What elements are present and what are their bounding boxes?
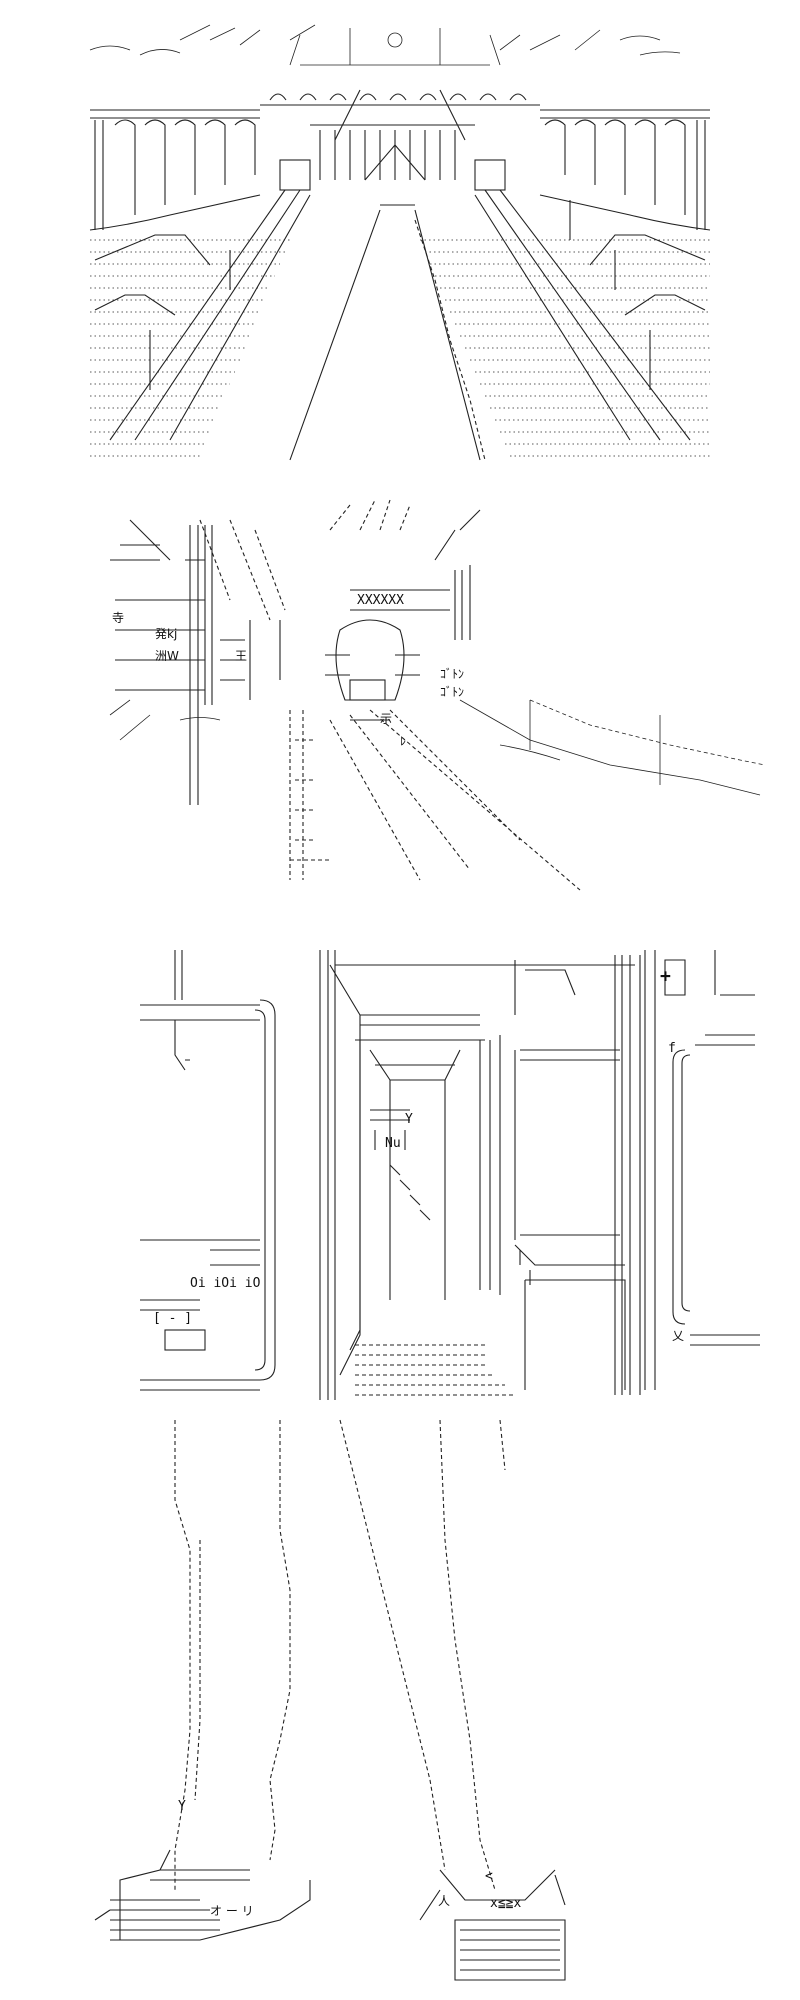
panel-temple-gate: [89, 24, 711, 461]
sfx-goton-1: ｺﾞﾄﾝ: [440, 667, 465, 681]
right-window: [514, 960, 626, 1390]
door-frame: [319, 950, 641, 1400]
street-buildings: [110, 519, 281, 805]
street-lamp-posts: [109, 699, 221, 741]
f-mark: f: [668, 1041, 676, 1056]
y-mark-door: Y: [405, 1112, 413, 1127]
stair-steps: [90, 239, 710, 457]
building-lines: [199, 519, 330, 880]
label-kanji-grid: 洲W: [155, 649, 179, 663]
stair-railings: [109, 189, 691, 441]
label-temple: 寺: [112, 611, 125, 625]
left-shoe-label: オ ー リ: [210, 1904, 254, 1918]
label-kingdom: 王: [235, 649, 248, 663]
far-right-frame: [644, 950, 760, 1390]
plus-sign: +: [660, 966, 671, 987]
side-walls: [89, 194, 711, 316]
figure-in-street: [325, 619, 420, 721]
panel-legs: [94, 1419, 566, 1981]
perspective-rays: [329, 499, 581, 891]
sfx-goton-2: ｺﾞﾄﾝ: [440, 685, 465, 699]
counter-text: Oi iOi iO: [190, 1276, 261, 1291]
panel-interior: [140, 950, 760, 1400]
colonnade-left: [90, 109, 260, 230]
label-small-note: ﾚ: [400, 734, 407, 748]
label-bottom-char: 示: [380, 712, 393, 726]
central-gate: [279, 89, 506, 191]
left-leg-outline: [174, 1420, 291, 1890]
left-shoe: [94, 1849, 311, 1941]
bracket-label: [ - ]: [153, 1311, 193, 1326]
road-edge: [459, 699, 766, 796]
floor-steps: [355, 1344, 515, 1396]
right-shoe-label: x≦≧x: [490, 1896, 522, 1911]
jin-mark: 人: [438, 1894, 451, 1908]
right-leg-outline: [339, 1419, 506, 1891]
panel-street-scene: [109, 499, 766, 891]
nu-mark: Nu: [385, 1136, 401, 1151]
left-shelf-frame: [140, 950, 276, 1391]
gate-arches-top: [260, 93, 540, 106]
inner-door: [369, 1049, 461, 1300]
sign-banner: [350, 509, 481, 640]
label-departure: 発kj: [155, 627, 178, 641]
colonnade-right: [540, 109, 710, 230]
sky-strokes: [89, 24, 681, 66]
x-mark: 乂: [672, 1329, 685, 1343]
lt-mark: <: [485, 1869, 493, 1884]
y-mark-leg: Y: [178, 1799, 186, 1814]
sign-text: XXXXXX: [357, 593, 404, 608]
central-path: [289, 204, 486, 461]
right-shoe: [419, 1869, 566, 1981]
